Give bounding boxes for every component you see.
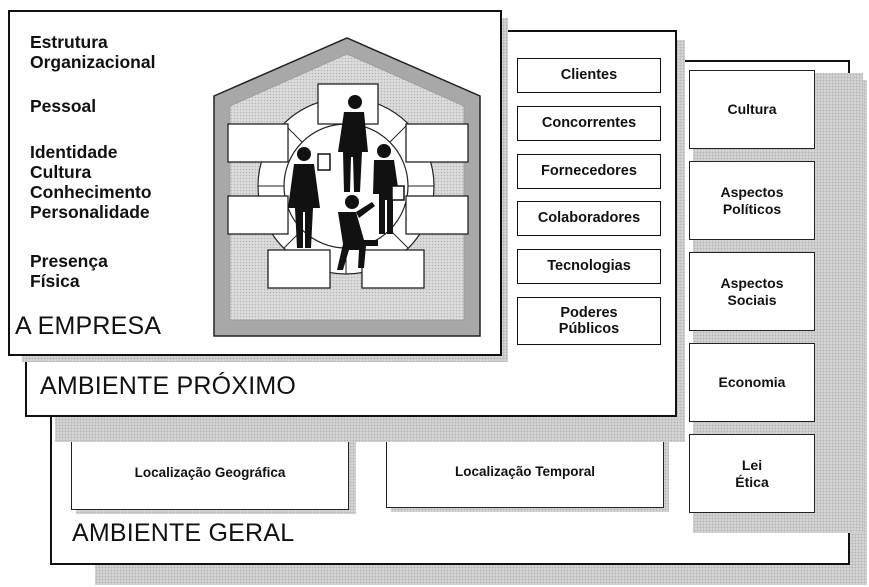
proximo-item-concorrentes: Concorrentes [517, 106, 661, 141]
empresa-item-estrutura: Estrutura Organizacional [30, 32, 156, 73]
empresa-item-pessoal: Pessoal [30, 96, 97, 116]
bottom-item-localizacao-geografica: Localização Geográfica [71, 436, 349, 510]
side-item-label: Aspectos Políticos [720, 184, 784, 217]
side-item-aspectos-politicos: Aspectos Políticos [689, 161, 815, 240]
empresa-title: A EMPRESA [15, 312, 162, 340]
proximo-item-poderes-publicos: Poderes Públicos [517, 297, 661, 345]
proximo-item-label: Tecnologias [547, 258, 631, 275]
bottom-item-localizacao-temporal: Localização Temporal [386, 436, 664, 508]
side-item-cultura: Cultura [689, 70, 815, 149]
empresa-item-identidade: Identidade Cultura Conhecimento Personal… [30, 142, 152, 223]
ambiente-geral-title: AMBIENTE GERAL [72, 519, 295, 547]
proximo-item-label: Concorrentes [541, 115, 637, 132]
empresa-item-presenca: Presença Física [30, 251, 108, 292]
proximo-item-colaboradores: Colaboradores [517, 201, 661, 236]
bottom-item-label: Localização Temporal [454, 464, 596, 480]
proximo-item-label: Fornecedores [541, 163, 637, 180]
side-item-label: Aspectos Sociais [720, 275, 784, 308]
side-item-lei-etica: Lei Ética [689, 434, 815, 513]
side-item-label: Economia [718, 374, 786, 391]
proximo-item-label: Clientes [560, 67, 618, 84]
house-icon [213, 37, 481, 337]
proximo-item-label: Poderes Públicos [558, 304, 620, 337]
proximo-item-fornecedores: Fornecedores [517, 154, 661, 189]
proximo-item-clientes: Clientes [517, 58, 661, 93]
bottom-item-label: Localização Geográfica [134, 465, 286, 481]
side-item-aspectos-sociais: Aspectos Sociais [689, 252, 815, 331]
ambiente-proximo-title: AMBIENTE PRÓXIMO [40, 372, 297, 400]
side-item-label: Cultura [727, 101, 777, 118]
side-item-label: Lei Ética [735, 457, 769, 490]
side-item-economia: Economia [689, 343, 815, 422]
people-group-icon [288, 95, 405, 270]
proximo-item-label: Colaboradores [537, 210, 641, 227]
proximo-item-tecnologias: Tecnologias [517, 249, 661, 284]
